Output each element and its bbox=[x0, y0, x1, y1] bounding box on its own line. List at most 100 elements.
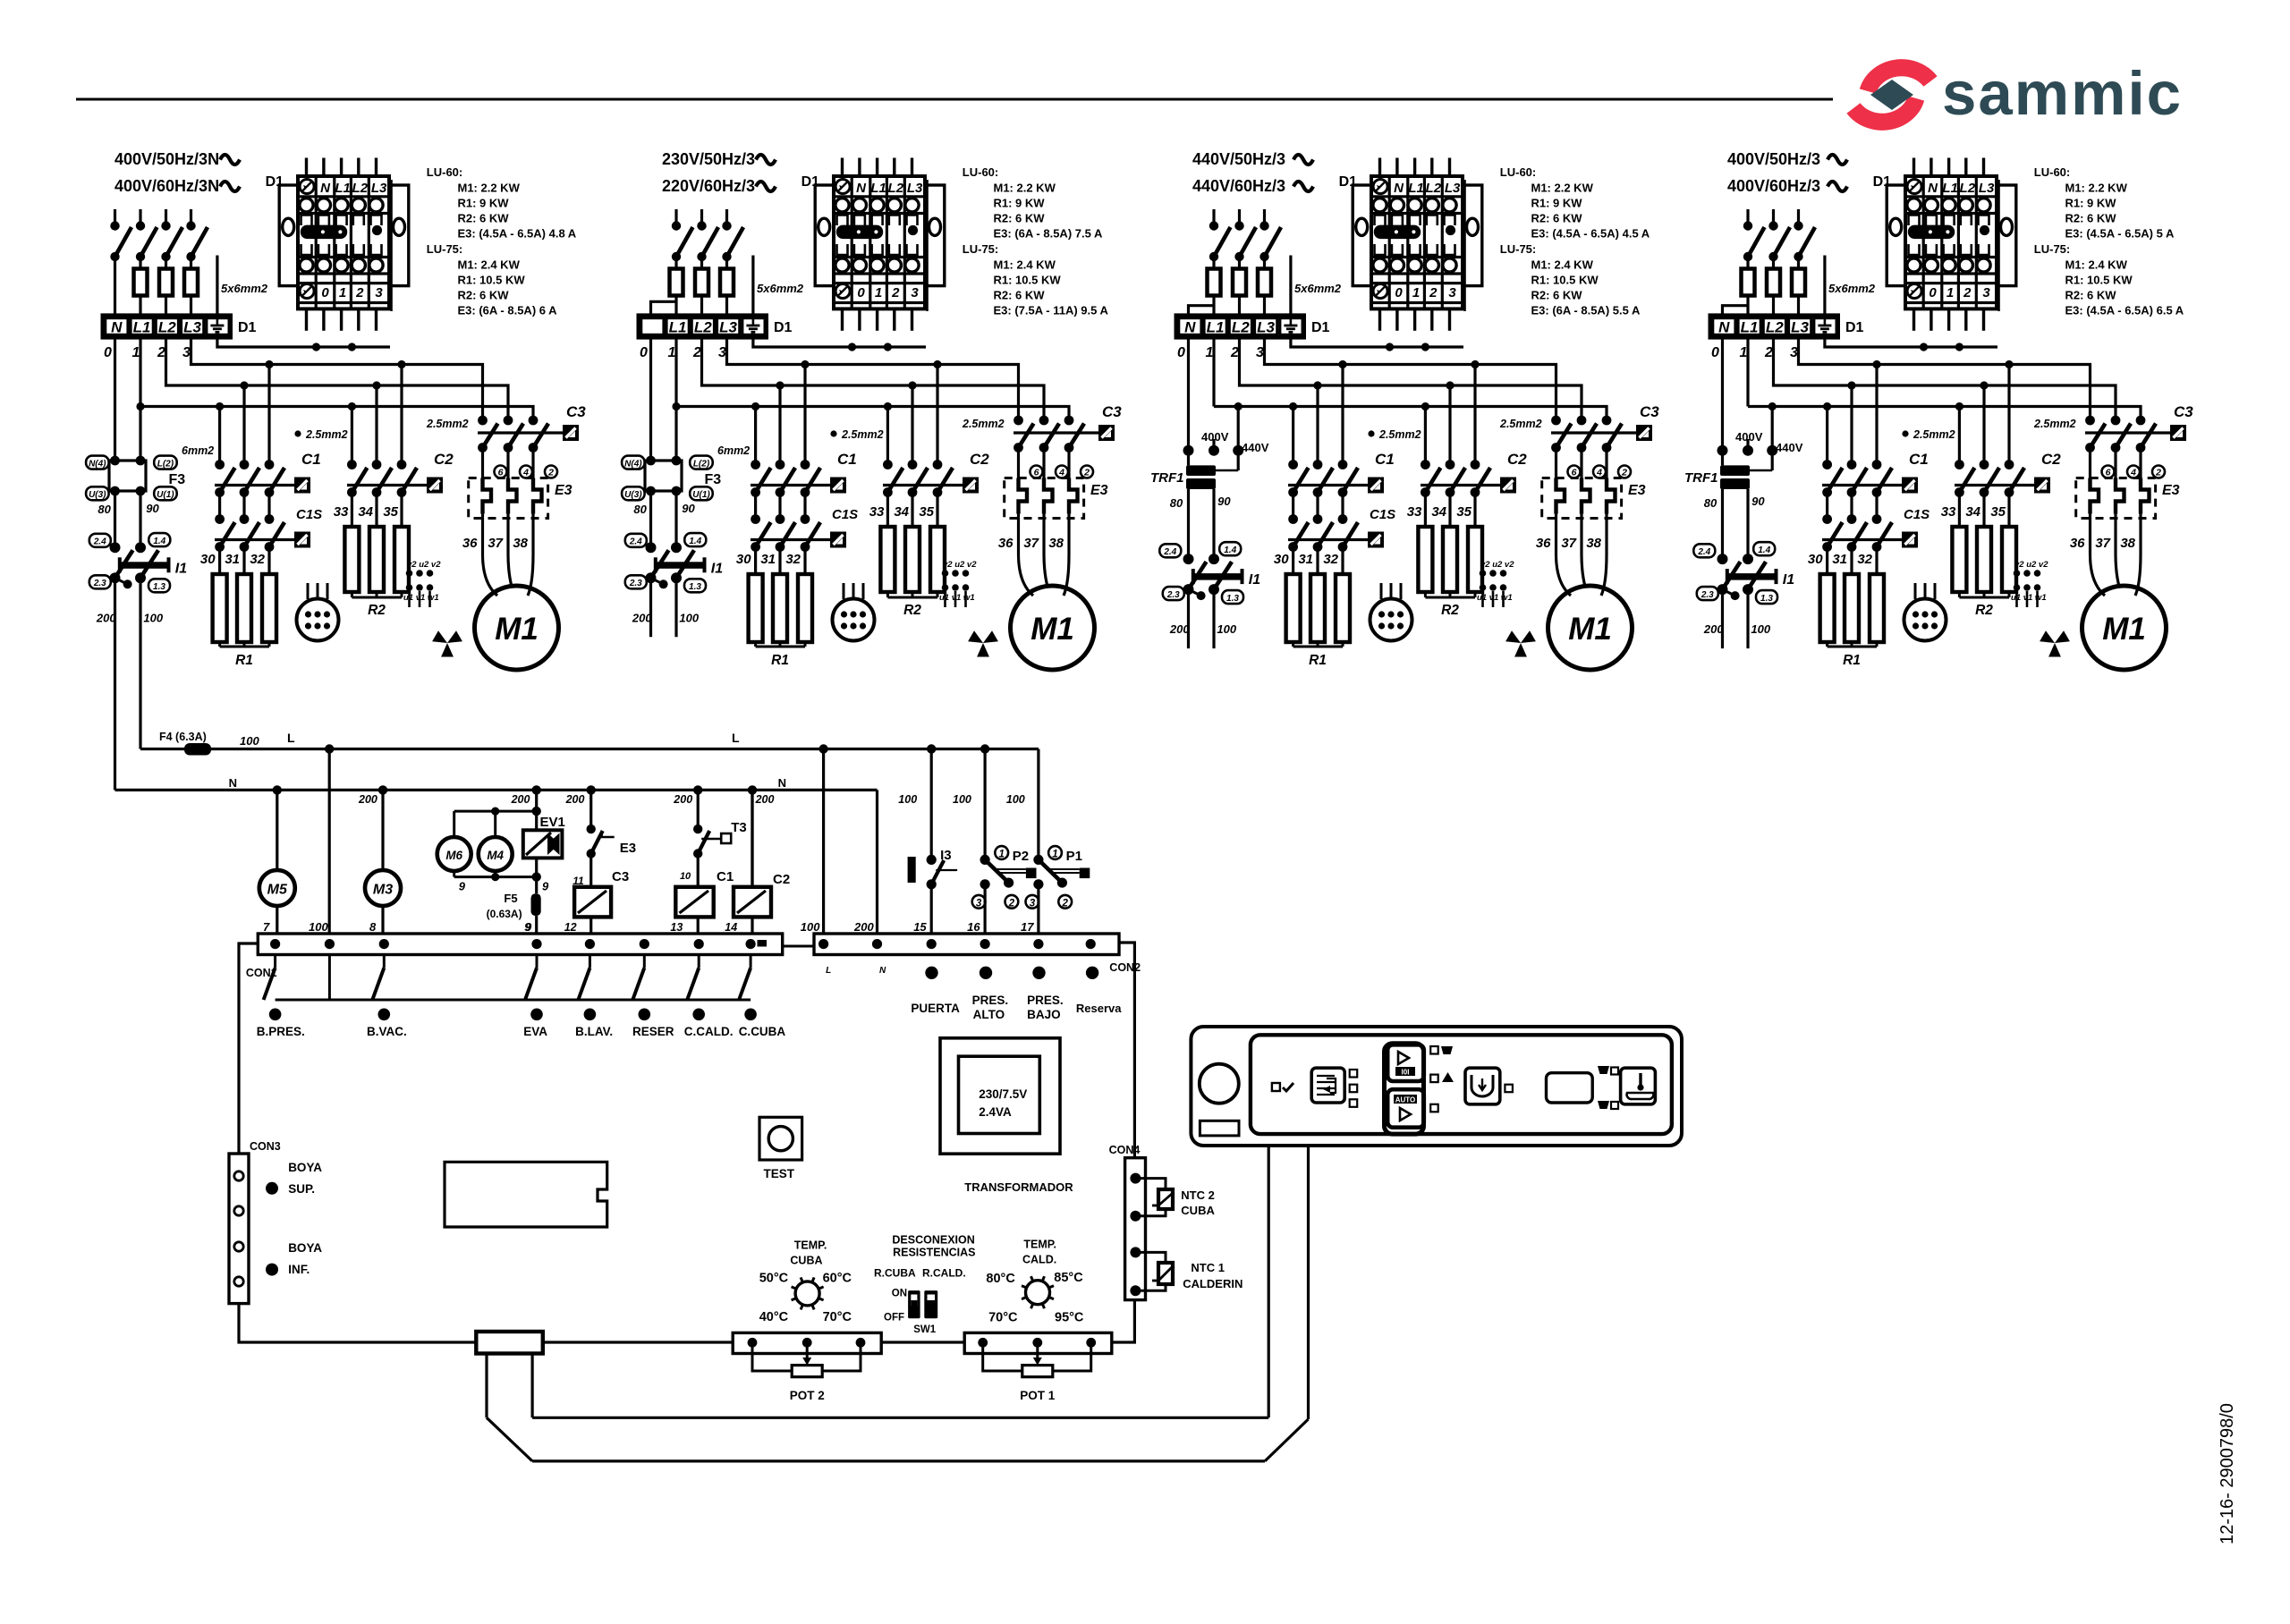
svg-text:D1: D1 bbox=[238, 320, 257, 335]
svg-text:31: 31 bbox=[1298, 552, 1313, 567]
svg-text:37: 37 bbox=[1561, 536, 1576, 551]
svg-text:CON2: CON2 bbox=[1109, 961, 1141, 974]
svg-text:0: 0 bbox=[321, 285, 329, 300]
svg-text:N: N bbox=[1394, 181, 1404, 196]
svg-text:L3: L3 bbox=[1257, 319, 1275, 336]
svg-text:12-16- 2900798/0: 12-16- 2900798/0 bbox=[2218, 1403, 2237, 1544]
svg-text:6: 6 bbox=[498, 468, 504, 478]
svg-text:4: 4 bbox=[2130, 468, 2136, 478]
svg-text:M1: M1 bbox=[2102, 612, 2146, 647]
svg-text:70°C: 70°C bbox=[823, 1310, 852, 1324]
svg-text:C3: C3 bbox=[2174, 403, 2193, 420]
svg-text:400V/50Hz/3: 400V/50Hz/3 bbox=[1727, 150, 1820, 168]
svg-text:6: 6 bbox=[2106, 468, 2111, 478]
svg-text:(0.63A): (0.63A) bbox=[487, 908, 522, 920]
svg-text:I1: I1 bbox=[711, 561, 723, 576]
svg-text:C2: C2 bbox=[773, 872, 790, 887]
svg-text:L1: L1 bbox=[1942, 181, 1958, 196]
svg-text:C1S: C1S bbox=[1904, 507, 1930, 522]
svg-text:C2: C2 bbox=[970, 451, 989, 468]
svg-text:LU-75:: LU-75: bbox=[427, 242, 462, 256]
svg-text:1: 1 bbox=[1206, 345, 1214, 360]
svg-text:NTC 1: NTC 1 bbox=[1191, 1261, 1225, 1274]
svg-text:R1: 9 KW: R1: 9 KW bbox=[994, 197, 1046, 210]
svg-text:4: 4 bbox=[1058, 468, 1064, 478]
svg-text:u1 v1 w1: u1 v1 w1 bbox=[403, 593, 439, 603]
svg-text:2.5mm2: 2.5mm2 bbox=[305, 428, 348, 441]
svg-text:34: 34 bbox=[1431, 504, 1446, 520]
svg-text:1.3: 1.3 bbox=[153, 582, 165, 592]
svg-text:PRES.: PRES. bbox=[1027, 994, 1064, 1007]
svg-text:R1: R1 bbox=[771, 653, 789, 668]
svg-text:R2: R2 bbox=[1441, 603, 1459, 618]
svg-text:70°C: 70°C bbox=[988, 1311, 1018, 1325]
svg-text:C1S: C1S bbox=[1370, 507, 1395, 522]
svg-text:85°C: 85°C bbox=[1054, 1271, 1083, 1285]
svg-text:200: 200 bbox=[755, 793, 775, 806]
svg-text:95°C: 95°C bbox=[1055, 1311, 1084, 1325]
svg-text:1: 1 bbox=[668, 345, 676, 360]
svg-text:U(3): U(3) bbox=[89, 490, 106, 500]
svg-text:CON3: CON3 bbox=[250, 1140, 281, 1153]
svg-text:C1: C1 bbox=[1909, 451, 1929, 468]
svg-text:90: 90 bbox=[1751, 495, 1765, 508]
svg-text:2: 2 bbox=[355, 285, 364, 300]
svg-text:90: 90 bbox=[1217, 495, 1231, 508]
svg-text:30: 30 bbox=[736, 552, 751, 567]
svg-text:100: 100 bbox=[953, 793, 971, 806]
svg-text:TEST: TEST bbox=[764, 1167, 795, 1180]
svg-text:L: L bbox=[287, 731, 295, 745]
svg-text:100: 100 bbox=[1217, 622, 1236, 636]
svg-text:400V/60Hz/3N: 400V/60Hz/3N bbox=[114, 177, 219, 195]
svg-text:200: 200 bbox=[853, 920, 874, 934]
svg-text:3: 3 bbox=[182, 345, 191, 360]
svg-text:35: 35 bbox=[1990, 504, 2006, 520]
svg-text:N: N bbox=[879, 966, 886, 976]
svg-text:32: 32 bbox=[1323, 552, 1338, 567]
svg-text:36: 36 bbox=[1536, 536, 1551, 551]
svg-text:LU-60:: LU-60: bbox=[963, 165, 998, 179]
svg-text:N: N bbox=[1718, 319, 1730, 336]
svg-text:9: 9 bbox=[459, 880, 466, 893]
svg-text:35: 35 bbox=[1456, 504, 1472, 520]
svg-text:L1: L1 bbox=[870, 181, 886, 196]
svg-text:v2 u2 v2: v2 u2 v2 bbox=[1480, 560, 1514, 570]
svg-text:sammic: sammic bbox=[1942, 59, 2183, 128]
svg-text:8: 8 bbox=[369, 920, 377, 934]
svg-text:L2: L2 bbox=[888, 181, 904, 196]
svg-text:C1: C1 bbox=[717, 869, 734, 884]
svg-text:3: 3 bbox=[375, 285, 383, 300]
svg-text:6: 6 bbox=[1572, 468, 1577, 478]
svg-text:31: 31 bbox=[225, 552, 240, 567]
svg-text:AUTO: AUTO bbox=[1395, 1096, 1416, 1104]
svg-text:2: 2 bbox=[157, 345, 165, 360]
svg-text:0: 0 bbox=[640, 345, 648, 360]
svg-text:100: 100 bbox=[1006, 793, 1025, 806]
svg-text:34: 34 bbox=[358, 504, 373, 520]
svg-text:38: 38 bbox=[2120, 536, 2135, 551]
svg-text:M1: M1 bbox=[1030, 612, 1074, 647]
svg-text:2: 2 bbox=[1764, 345, 1773, 360]
svg-text:M5: M5 bbox=[267, 883, 288, 898]
svg-text:36: 36 bbox=[462, 536, 478, 551]
svg-text:L1: L1 bbox=[335, 181, 351, 196]
svg-text:2: 2 bbox=[1083, 468, 1090, 478]
svg-text:F4 (6.3A): F4 (6.3A) bbox=[159, 731, 207, 743]
svg-text:1: 1 bbox=[875, 285, 882, 300]
svg-text:R1: R1 bbox=[235, 653, 253, 668]
svg-text:36: 36 bbox=[998, 536, 1014, 551]
svg-text:17: 17 bbox=[1021, 920, 1034, 934]
svg-text:I3: I3 bbox=[940, 848, 952, 863]
svg-text:80: 80 bbox=[1704, 496, 1718, 510]
svg-text:N(4): N(4) bbox=[624, 459, 642, 469]
svg-text:C1S: C1S bbox=[832, 507, 858, 522]
svg-text:2: 2 bbox=[692, 345, 701, 360]
svg-text:E3: E3 bbox=[620, 841, 636, 856]
svg-text:L2: L2 bbox=[352, 181, 369, 196]
svg-text:M1: 2.4 KW: M1: 2.4 KW bbox=[994, 258, 1056, 272]
svg-text:L3: L3 bbox=[719, 319, 737, 336]
svg-text:0: 0 bbox=[104, 345, 112, 360]
svg-text:R1: 9 KW: R1: 9 KW bbox=[458, 197, 510, 210]
svg-text:3: 3 bbox=[1256, 345, 1264, 360]
svg-text:36: 36 bbox=[2070, 536, 2085, 551]
